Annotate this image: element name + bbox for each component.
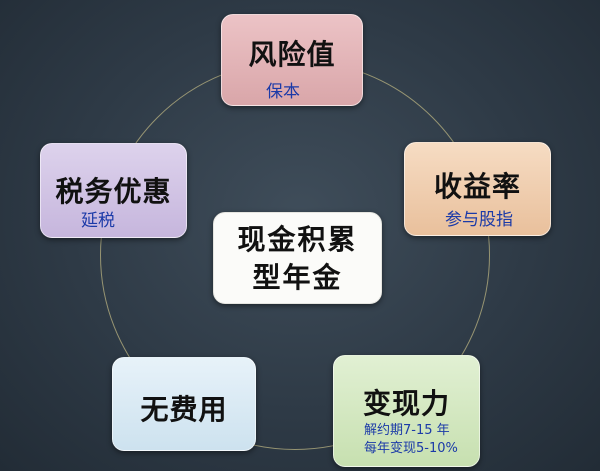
node-center-line1: 现金积累 — [237, 223, 358, 256]
node-no-fee-title: 无费用 — [140, 393, 228, 426]
node-yield-subtitle: 参与股指 — [445, 210, 513, 230]
node-liquidity-subtitle-line2: 每年变现5-10% — [364, 441, 458, 456]
node-no-fee: 无费用 — [112, 357, 256, 451]
node-yield-title: 收益率 — [433, 170, 521, 203]
node-liquidity-subtitle: 解约期7-15 年 每年变现5-10% — [364, 422, 458, 458]
node-tax-subtitle: 延税 — [81, 211, 115, 231]
node-center-title: 现金积累 型年金 — [214, 221, 381, 297]
node-yield: 收益率 参与股指 — [404, 142, 551, 236]
node-center-line2: 型年金 — [252, 261, 343, 294]
node-tax-title: 税务优惠 — [55, 175, 172, 208]
node-liquidity-title: 变现力 — [362, 387, 450, 420]
node-tax: 税务优惠 延税 — [40, 143, 187, 238]
node-risk: 风险值 保本 — [221, 14, 363, 106]
node-risk-title: 风险值 — [248, 38, 336, 71]
node-center: 现金积累 型年金 — [213, 212, 382, 304]
node-risk-subtitle: 保本 — [266, 82, 300, 102]
node-liquidity-subtitle-line1: 解约期7-15 年 — [364, 423, 450, 438]
node-liquidity: 变现力 解约期7-15 年 每年变现5-10% — [333, 355, 480, 467]
